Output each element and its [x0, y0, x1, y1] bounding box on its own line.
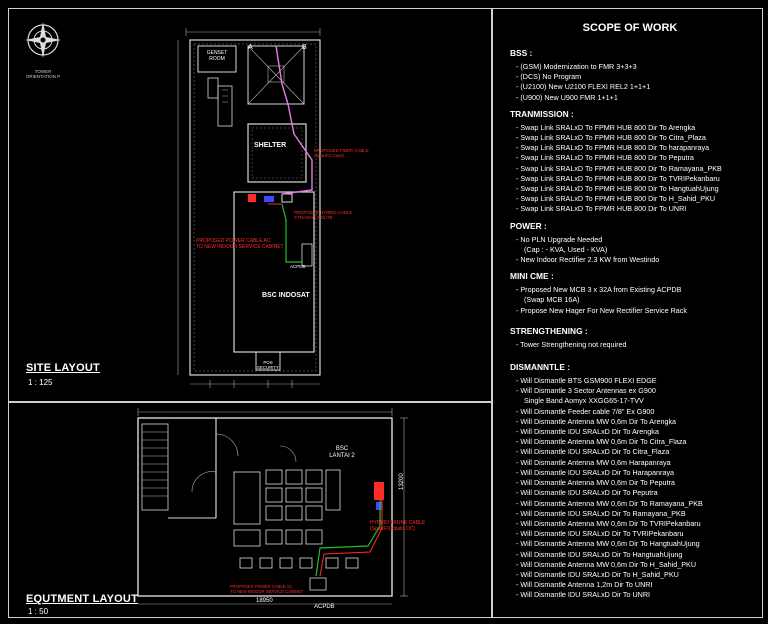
equipment-layout-drawing — [137, 408, 408, 605]
acpdb-site-label: ACPDB — [290, 264, 306, 269]
scope-item: - Will Dismantle IDU SRALxD Dir To Harap… — [516, 467, 675, 477]
compass: TOWER ORIENTATION P — [18, 18, 68, 82]
dim-width-label: 18950 — [256, 598, 273, 604]
scope-item: (Swap MCB 16A) — [524, 295, 580, 305]
scope-item: - No PLN Upgrade Needed — [516, 234, 603, 244]
scope-item: - Will Dismantle IDU SRALxD Dir To Citra… — [516, 447, 670, 457]
scope-item: - Swap Link SRALxD To FPMR HUB 800 Dir T… — [516, 194, 716, 204]
scope-item: - Will Dismantle Feeder cable 7/8" Ex G9… — [516, 406, 655, 416]
scope-item: - (U900) New U900 FMR 1+1+1 — [516, 92, 618, 102]
left-bottom-frame — [8, 401, 493, 618]
scope-item: - Will Dismantle Antenna MW 0,6m Dir To … — [516, 518, 701, 528]
right-frame — [491, 8, 763, 618]
equipment-layout-title: EQUTMENT LAYOUT — [26, 593, 138, 605]
scope-item: - Swap Link SRALxD To FPMR HUB 800 Dir T… — [516, 133, 706, 143]
scope-section-heading: DISMANNTLE : — [510, 362, 571, 373]
scope-section: DISMANNTLE : - Will Dismantle BTS GSM900 … — [510, 362, 764, 600]
scope-section: POWER : - No PLN Upgrade Needed(Cap : - K… — [510, 221, 764, 266]
scope-item: - (U2100) New U2100 FLEXI REL2 1+1+1 — [516, 82, 651, 92]
scope-item: - Will Dismantle IDU SRALxD Dir To Peput… — [516, 488, 658, 498]
scope-item: - Will Dismantle IDU SRALxD Dir To Hangt… — [516, 549, 683, 559]
scope-item: - Will Dismantle BTS GSM900 FLEXI EDGE — [516, 376, 657, 386]
compass-icon — [25, 22, 61, 58]
scope-item: - Will Dismantle IDU SRALxD Dir To UNRI — [516, 590, 651, 600]
genset-room-label: GENSET ROOM — [206, 50, 228, 62]
scope-item: - Will Dismantle Antenna MW 0,6m Dir To … — [516, 478, 675, 488]
scope-item: - Will Dismantle IDU SRALxD Dir To TVRIP… — [516, 529, 684, 539]
compass-label-2: ORIENTATION P — [25, 74, 61, 79]
scope-item: - Will Dismantle Antenna MW 0,6m Dir To … — [516, 539, 700, 549]
scope-item: - Propose New Hager For New Rectifier Se… — [516, 305, 687, 315]
pos-security-label: POS SECURITY — [256, 360, 280, 370]
scope-section: TRANMISSION : - Swap Link SRALxD To FPMR … — [510, 109, 764, 215]
scope-item: - Swap Link SRALxD To FPMR HUB 800 Dir T… — [516, 184, 719, 194]
scope-section-heading: POWER : — [510, 220, 547, 231]
scope-item: - Swap Link SRALxD To FPMR HUB 800 Dir T… — [516, 204, 687, 214]
scope-item: - (GSM) Modernization to FMR 3+3+3 — [516, 62, 637, 71]
scope-section: BSS :- (GSM) Modernization to FMR 3+3+3-… — [510, 48, 764, 103]
scope-item: - Will Dismantle Antenna MW 0,6m Dir To … — [516, 416, 677, 426]
corner-b-label: B — [302, 44, 307, 51]
site-layout-scale: 1 : 125 — [28, 378, 53, 387]
hybrid-trunk-label: HYBRID TRUNK CABLE (SpanFO+Ipalis DC) — [370, 520, 426, 532]
bsc-lantai-label: BSC LANTAI 2 — [329, 446, 355, 459]
scope-item: Single Band Aomyx XXGG65-17-TVV — [524, 396, 644, 406]
left-top-frame — [8, 8, 493, 403]
scope-item: - (DCS) No Program — [516, 72, 582, 82]
site-layout-title: SITE LAYOUT — [26, 362, 100, 374]
site-layout-drawing — [177, 28, 321, 388]
scope-section: MINI CME : - Proposed New MCB 3 x 32A fro… — [510, 271, 764, 316]
scope-item: - Proposed New MCB 3 x 32A from Existing… — [516, 285, 682, 295]
scope-item: - Will Dismantle Antenna MW 0,6m Dir To … — [516, 437, 687, 447]
dim-height-label: 13200 — [399, 473, 405, 490]
scope-item: - Swap Link SRALxD To FPMR HUB 800 Dir T… — [516, 163, 722, 173]
corner-a-label: A — [248, 44, 253, 51]
scope-item: - Will Dismantle 3 Sector Antennas ex G9… — [516, 386, 656, 396]
proposed-hybrid-label: PROPOSED HYBRID CABLE STRAIGHT ROUTE — [294, 210, 353, 220]
compass-label-1: TOWER — [34, 69, 52, 74]
scope-item: - Will Dismantle IDU SRALxD Dir To H_Sah… — [516, 569, 679, 579]
acpdb-equip-label: ACPDB — [314, 604, 335, 610]
scope-item: - Swap Link SRALxD To FPMR HUB 800 Dir T… — [516, 173, 720, 183]
scope-item: - Will Dismantle Antenna MW 0,6m Dir To … — [516, 498, 703, 508]
proposed-bottom-label: PROPOSED POWER CABLE AC TO NEW INDOOR SE… — [230, 584, 304, 594]
bsc-indosat-label: BSC INDOSAT — [262, 292, 310, 299]
scope-item: - Will Dismantle IDU SRALxD Dir To Areng… — [516, 427, 659, 437]
scope-item: - Tower Strengthening not required — [516, 339, 627, 349]
scope-section-heading: STRENGTHENING : — [510, 325, 588, 336]
scope-item: - Swap Link SRALxD To FPMR HUB 800 Dir T… — [516, 143, 710, 153]
scope-item: - Will Dismantle Antenna MW 0,6m Dir To … — [516, 559, 697, 569]
scope-item: - Swap Link SRALxD To FPMR HUB 800 Dir T… — [516, 122, 696, 132]
scope-section: STRENGTHENING : - Tower Strengthening not… — [510, 326, 764, 350]
scope-item: (Cap : - KVA, Used - KVA) — [524, 244, 608, 254]
scope-section-heading: MINI CME : — [510, 271, 554, 282]
scope-of-work: SCOPE OF WORK BSS : - (GSM) Modernization… — [496, 12, 764, 615]
equipment-layout-scale: 1 : 50 — [28, 607, 49, 616]
scope-section-heading: TRANMISSION : — [510, 108, 574, 119]
shelter-label: SHELTER — [254, 142, 287, 149]
proposed-fiber-label: PROPOSED FIBER CABLE (SpanFO route) — [314, 148, 369, 158]
scope-item: - New Indoor Rectifier 2.3 KW from Westi… — [516, 255, 660, 265]
scope-item: - Will Dismantle Antenna 1,2m Dir To UNR… — [516, 580, 653, 590]
scope-title: SCOPE OF WORK — [582, 22, 678, 34]
scope-item: - Swap Link SRALxD To FPMR HUB 800 Dir T… — [516, 153, 694, 163]
proposed-power-label: PROPOSED POWER CABLE AC TO NEW INDOOR SE… — [196, 238, 284, 250]
scope-item: - Will Dismantle Antenna MW 0,6m Harapan… — [516, 457, 671, 467]
scope-item: - Will Dismantle IDU SRALxD Dir To Ramay… — [516, 508, 686, 518]
scope-section-heading: BSS : — [510, 48, 533, 58]
